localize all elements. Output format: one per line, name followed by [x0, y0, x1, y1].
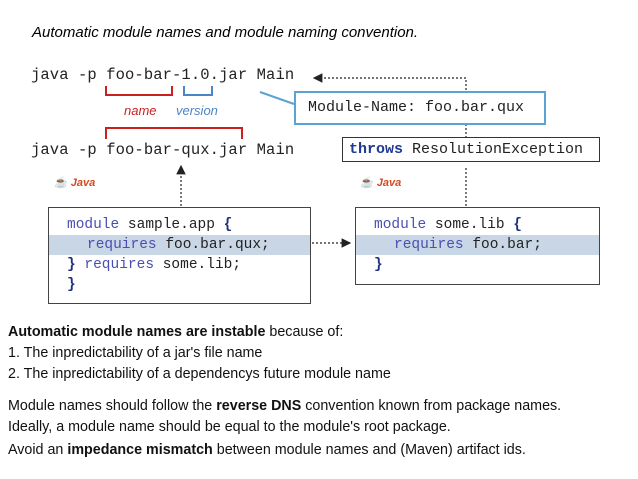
exception-name: ResolutionException — [412, 141, 584, 158]
code-line: } — [374, 257, 383, 273]
code-line: module some.lib { — [374, 217, 522, 233]
list-item: 2. The inpredictability of a dependencys… — [8, 366, 391, 382]
java-cup-icon: ☕ — [360, 177, 374, 189]
code-line-highlighted: requires foo.bar.qux; — [49, 235, 310, 255]
command-line-2: java -p foo-bar-qux.jar Main — [31, 141, 295, 159]
name-bracket — [105, 86, 173, 96]
java-logo-2: ☕ Java — [360, 177, 402, 189]
root-package-paragraph: Ideally, a module name should be equal t… — [8, 419, 451, 435]
impedance-paragraph: Avoid an impedance mismatch between modu… — [8, 442, 526, 458]
module-sample-app-box: module sample.app { requires foo.bar.qux… — [48, 207, 311, 304]
list-item: 1. The inpredictability of a jar's file … — [8, 345, 263, 361]
code-line: } requires some.lib; — [67, 257, 242, 273]
version-bracket — [183, 86, 213, 96]
code-line: module sample.app { — [67, 217, 233, 233]
instability-heading: Automatic module names are instable beca… — [8, 324, 344, 340]
throws-exception-box: throws ResolutionException — [342, 137, 600, 162]
throws-keyword: throws — [349, 141, 404, 158]
module-some-lib-box: module some.lib { requires foo.bar; } — [355, 207, 600, 285]
reverse-dns-paragraph: Module names should follow the reverse D… — [8, 398, 562, 414]
name-annotation: name — [124, 103, 157, 118]
command-line-1: java -p foo-bar-1.0.jar Main — [31, 66, 295, 84]
slide-title: Automatic module names and module naming… — [32, 24, 419, 41]
java-logo: ☕ Java — [54, 177, 96, 189]
code-line-highlighted: requires foo.bar; — [356, 235, 599, 255]
module-name-callout: Module-Name: foo.bar.qux — [294, 91, 546, 125]
java-cup-icon: ☕ — [54, 177, 68, 189]
code-line: } — [67, 277, 76, 293]
version-annotation: version — [176, 103, 218, 118]
name-bracket-2 — [105, 127, 243, 139]
